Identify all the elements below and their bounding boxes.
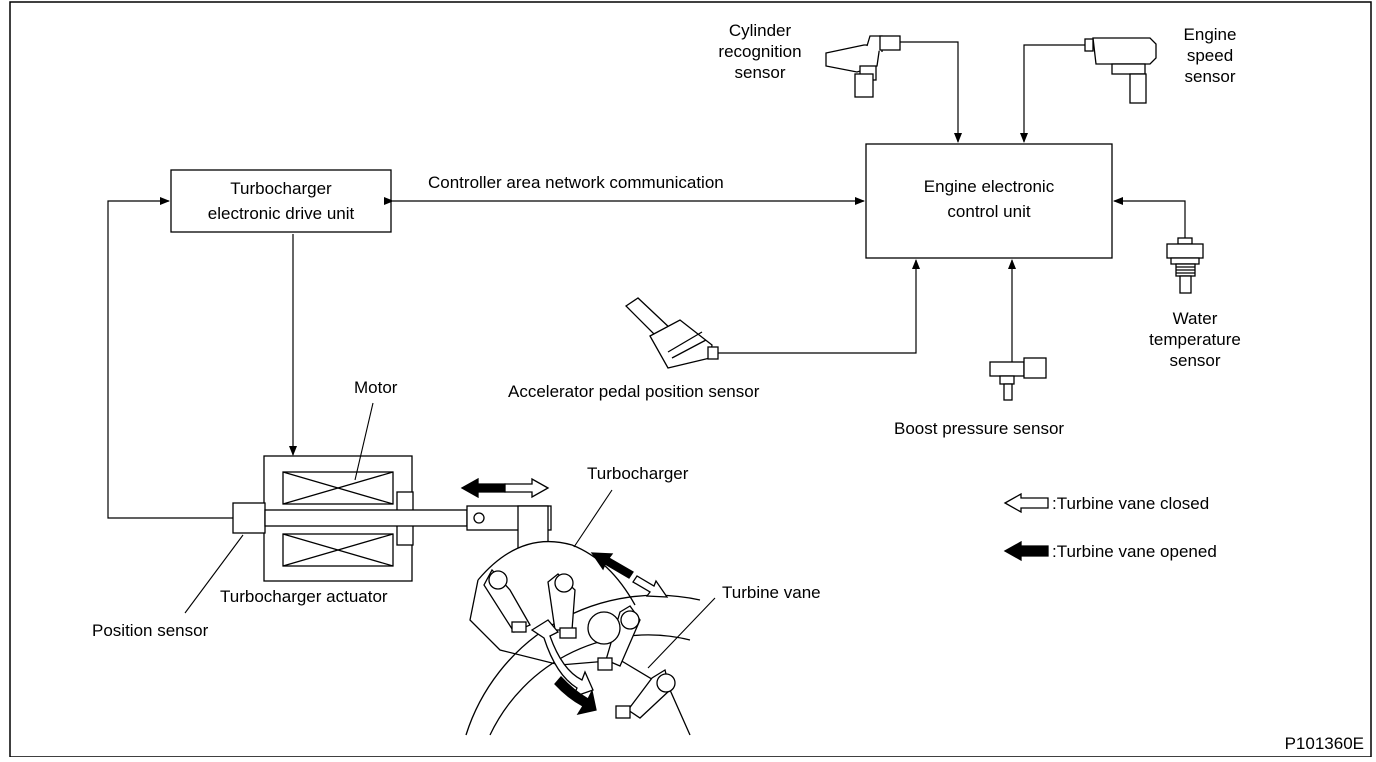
water-temperature-sensor-icon [1166,237,1204,294]
cylinder-sensor-label: Cylinder recognition sensor [718,21,802,82]
turbocharger-label: Turbocharger [587,464,689,483]
motor-label: Motor [354,378,398,397]
turbine-rotation-arrows [530,619,597,715]
accelerator-sensor-wire [718,259,920,354]
figure-id: P101360E [1284,734,1364,753]
ecu-box [865,143,1113,259]
boost-pressure-sensor-icon [989,357,1047,401]
cylinder-recognition-sensor-icon [825,35,901,98]
turbine-vane-label: Turbine vane [722,583,821,602]
edu-label-line-1: Turbocharger [230,179,332,198]
can-label: Controller area network communication [428,173,724,192]
edu-label-line-2: electronic drive unit [207,204,355,223]
edu-box [170,169,392,233]
accelerator-sensor-label: Accelerator pedal position sensor [508,382,760,401]
water-temperature-sensor-label: Water temperature sensor [1149,309,1241,370]
rod-movement-arrows [460,477,550,499]
legend-closed-label: :Turbine vane closed [1052,494,1210,513]
boost-sensor-label: Boost pressure sensor [894,419,1065,438]
figure-frame [9,1,1372,758]
turbine-vane-assembly-graphic [465,541,701,736]
position-sensor-label: Position sensor [92,621,209,640]
legend-closed-arrow-icon [1003,492,1049,514]
engine-speed-sensor-icon [1084,37,1157,104]
engine-speed-sensor-wire [1020,44,1085,143]
cylinder-sensor-wire [900,41,962,143]
vane-movement-arrows [590,552,669,598]
turbocharger-actuator-graphic [232,455,552,582]
ecu-label: Engine electronic control unit [866,174,1112,224]
ecu-label-line-1: Engine electronic [923,177,1055,196]
position-sensor-wire [107,197,233,519]
leader-lines [184,402,716,669]
edu-label: Turbocharger electronic drive unit [171,176,391,226]
legend-opened-label: :Turbine vane opened [1052,542,1217,561]
accelerator-pedal-icon [624,297,719,369]
legend-opened-arrow-icon [1003,540,1049,562]
ecu-label-line-2: control unit [947,202,1031,221]
water-temp-sensor-wire [1113,197,1186,238]
actuator-label: Turbocharger actuator [220,587,388,606]
engine-speed-sensor-label: Engine speed sensor [1183,25,1237,86]
